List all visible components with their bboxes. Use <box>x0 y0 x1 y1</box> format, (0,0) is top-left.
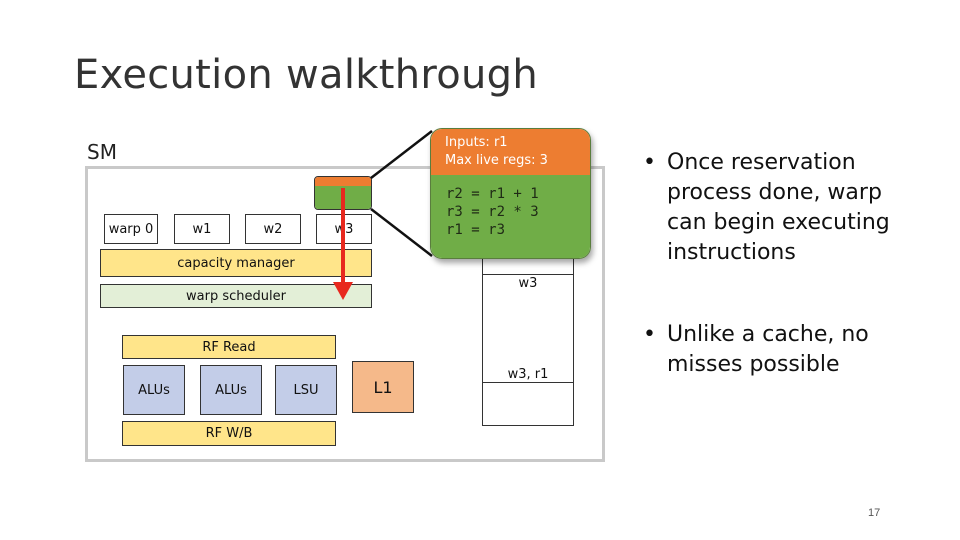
callout-line-top <box>370 130 433 179</box>
alu-box-1: ALUs <box>123 365 185 415</box>
code-line-2: r3 = r2 * 3 <box>446 204 539 220</box>
warp-0-box: warp 0 <box>104 214 158 244</box>
popup-header: Inputs: r1 Max live regs: 3 <box>431 129 590 175</box>
warp-2-box: w2 <box>245 214 301 244</box>
table-row-w3: w3 <box>518 276 538 291</box>
rf-wb-box: RF W/B <box>122 421 336 446</box>
l1-cache-box: L1 <box>352 361 414 413</box>
sm-label: SM <box>87 140 117 164</box>
instruction-block-header <box>315 177 371 186</box>
page-number: 17 <box>868 507 881 519</box>
table-row-w3-r1: w3, r1 <box>507 367 549 382</box>
code-line-1: r2 = r1 + 1 <box>446 186 539 202</box>
popup-inputs: Inputs: r1 <box>445 135 508 150</box>
table-divider-1 <box>482 274 574 275</box>
red-arrow-head <box>333 282 353 300</box>
lsu-box: LSU <box>275 365 337 415</box>
bullet-item-1: Once reservation process done, warp can … <box>643 148 903 268</box>
alu-box-2: ALUs <box>200 365 262 415</box>
capacity-manager-box: capacity manager <box>100 249 372 277</box>
bullet-item-2: Unlike a cache, no misses possible <box>643 320 903 380</box>
popup-code: r2 = r1 + 1 r3 = r2 * 3 r1 = r3 <box>431 175 590 258</box>
code-line-3: r1 = r3 <box>446 222 506 238</box>
rf-read-box: RF Read <box>122 335 336 359</box>
bullet-list: Once reservation process done, warp can … <box>643 148 903 432</box>
warp-scheduler-box: warp scheduler <box>100 284 372 308</box>
slide-title: Execution walkthrough <box>74 52 538 98</box>
popup-max-live-regs: Max live regs: 3 <box>445 153 548 168</box>
callout-line-bottom <box>370 208 433 257</box>
warp-1-box: w1 <box>174 214 230 244</box>
table-divider-2 <box>482 382 574 383</box>
